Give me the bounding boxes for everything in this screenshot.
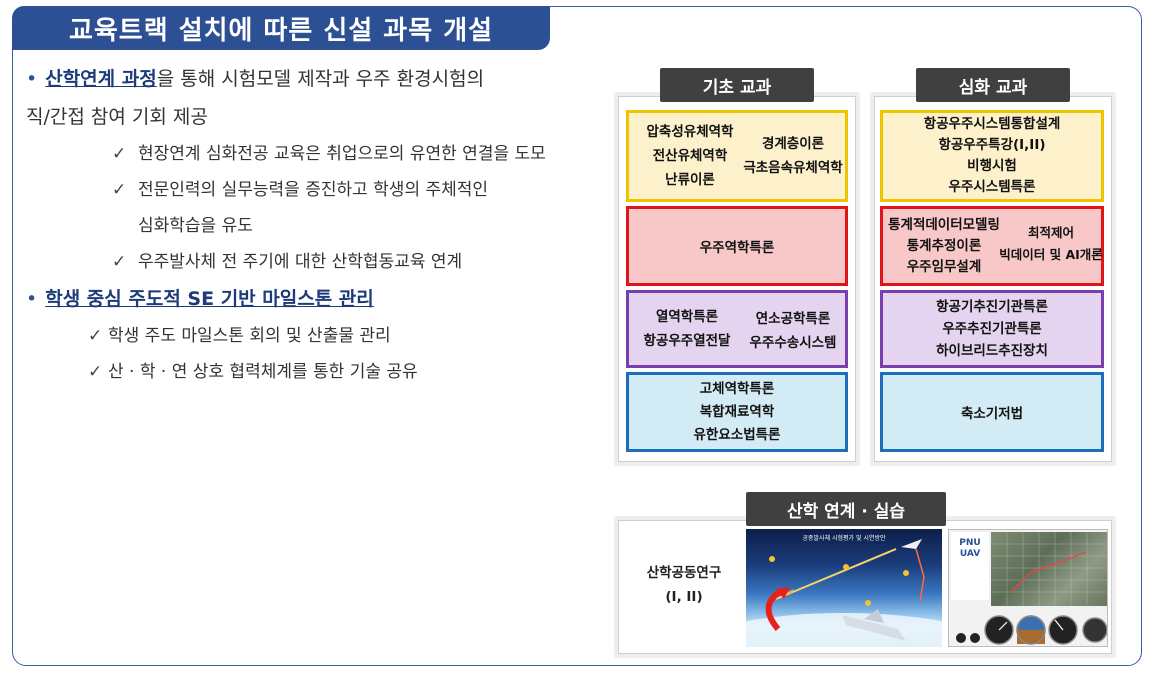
course: 최적제어: [1027, 225, 1074, 240]
check-icon: ✓: [112, 252, 127, 272]
check-icon: ✓: [88, 326, 103, 346]
course: 난류이론: [665, 172, 715, 188]
gauge-panel: [956, 615, 1107, 645]
course-sub: (I, II): [665, 589, 703, 605]
sub-bullet-text: 우주발사체 전 주기에 대한 산학협동교육 연계: [138, 252, 463, 272]
course: 우주임무설계: [906, 258, 982, 275]
advanced-yellow-content: 항공우주시스템통합설계 항공우주특강(I,II) 비행시험 우주시스템특론: [883, 113, 1101, 199]
bullet-dot: •: [26, 68, 38, 90]
basic-header: 기초 교과: [660, 68, 814, 102]
course: 하이브리드추진장치: [936, 343, 1048, 359]
basic-purple-left: 열역학특론 항공우주열전달: [635, 293, 739, 365]
course: 항공우주시스템통합설계: [923, 116, 1061, 132]
page-title: 교육트랙 설치에 따른 신설 과목 개설: [12, 6, 550, 50]
course: 비행시험: [967, 158, 1017, 174]
course: 우주수송시스템: [749, 335, 837, 351]
basic-yellow-right: 경계층이론 극초음속유체역학: [733, 127, 853, 185]
advanced-purple-content: 항공기추진기관특론 우주추진기관특론 하이브리드추진장치: [883, 293, 1101, 365]
sub-bullet: ✓학생 주도 마일스톤 회의 및 산출물 관리: [26, 318, 596, 354]
sub-bullet: ✓ 전문인력의 실무능력을 증진하고 학생의 주체적인: [26, 172, 596, 208]
course: 연소공학특론: [755, 311, 831, 327]
course: 우주역학특론: [699, 240, 775, 256]
bullet-1-highlight: 산학연계 과정: [45, 68, 157, 90]
bullet-1: • 산학연계 과정을 통해 시험모델 제작과 우주 환경시험의: [26, 60, 596, 98]
course: 압축성유체역학: [646, 124, 734, 140]
sub-bullet-text: 전문인력의 실무능력을 증진하고 학생의 주체적인: [138, 180, 489, 200]
advanced-blue-box: 축소기저법: [880, 372, 1104, 452]
basic-yellow-left: 압축성유체역학 전산유체역학 난류이론: [635, 119, 745, 193]
advanced-header: 심화 교과: [916, 68, 1070, 102]
map-grid: [991, 532, 1107, 606]
course: 우주추진기관특론: [942, 321, 1042, 337]
basic-red-content: 우주역학특론: [629, 209, 845, 283]
basic-purple-box: 열역학특론 항공우주열전달 연소공학특론 우주수송시스템: [626, 290, 848, 368]
advanced-blue-content: 축소기저법: [883, 375, 1101, 449]
course: 항공우주특강(I,II): [938, 137, 1046, 153]
industry-course: 산학공동연구 (I, II): [624, 560, 744, 610]
bullet-2-highlight: 학생 중심 주도적 SE 기반 마일스톤 관리: [45, 288, 374, 310]
advanced-red-right: 최적제어 빅데이터 및 AI개론: [997, 213, 1105, 275]
course: 항공우주열전달: [643, 333, 731, 349]
bullet-list: • 산학연계 과정을 통해 시험모델 제작과 우주 환경시험의 직/간접 참여 기…: [26, 60, 596, 390]
launch-illustration: 공중발사체 시험평가 및 시연방안: [746, 529, 942, 647]
bullet-dot: •: [26, 288, 38, 310]
sub-bullet-text: 학생 주도 마일스톤 회의 및 산출물 관리: [108, 326, 391, 346]
map-view: [991, 532, 1107, 606]
course: 산학공동연구: [646, 565, 722, 581]
basic-purple-right: 연소공학특론 우주수송시스템: [739, 295, 847, 367]
uav-logo: PNU UAV: [951, 532, 989, 600]
course: 열역학특론: [655, 309, 719, 325]
industry-header: 산학 연계 · 실습: [746, 492, 946, 526]
advanced-red-box: 통계적데이터모델링 통계추정이론 우주임무설계 최적제어 빅데이터 및 AI개론: [880, 206, 1104, 286]
basic-blue-box: 고체역학특론 복합재료역학 유한요소법특론: [626, 372, 848, 452]
course: 빅데이터 및 AI개론: [999, 247, 1103, 262]
check-icon: ✓: [112, 144, 127, 164]
course: 유한요소법특론: [693, 426, 781, 443]
sub-bullet-cont: 심화학습을 유도: [138, 216, 253, 236]
sub-bullet: ✓산 · 학 · 연 상호 협력체계를 통한 기술 공유: [26, 354, 596, 390]
check-icon: ✓: [88, 362, 103, 382]
sub-bullet: ✓ 현장연계 심화전공 교육은 취업으로의 유연한 연결을 도모: [26, 136, 596, 172]
bullet-2: • 학생 중심 주도적 SE 기반 마일스톤 관리: [26, 280, 596, 318]
advanced-red-left: 통계적데이터모델링 통계추정이론 우주임무설계: [885, 209, 1003, 283]
bullet-1-text: 을 통해 시험모델 제작과 우주 환경시험의: [156, 68, 485, 90]
course: 축소기저법: [960, 406, 1024, 422]
course: 경계층이론: [761, 136, 825, 152]
basic-blue-content: 고체역학특론 복합재료역학 유한요소법특론: [629, 375, 845, 449]
sub-bullet-text: 현장연계 심화전공 교육은 취업으로의 유연한 연결을 도모: [138, 144, 546, 164]
basic-red-box: 우주역학특론: [626, 206, 848, 286]
bullet-1-line2: 직/간접 참여 기회 제공: [26, 106, 208, 128]
course: 고체역학특론: [699, 380, 775, 397]
basic-yellow-box: 압축성유체역학 전산유체역학 난류이론 경계층이론 극초음속유체역학: [626, 110, 848, 202]
course: 항공기추진기관특론: [936, 299, 1048, 315]
advanced-purple-box: 항공기추진기관특론 우주추진기관특론 하이브리드추진장치: [880, 290, 1104, 368]
course: 통계적데이터모델링: [888, 216, 1000, 233]
sub-bullet-text: 산 · 학 · 연 상호 협력체계를 통한 기술 공유: [108, 362, 418, 382]
advanced-yellow-box: 항공우주시스템통합설계 항공우주특강(I,II) 비행시험 우주시스템특론: [880, 110, 1104, 202]
check-icon: ✓: [112, 180, 127, 200]
gcs-screenshot: PNU UAV: [948, 529, 1108, 647]
course: 전산유체역학: [652, 148, 728, 164]
course: 우주시스템특론: [948, 179, 1036, 195]
course: 극초음속유체역학: [743, 160, 843, 176]
launch-diagram-svg: [746, 539, 942, 647]
course: 통계추정이론: [906, 237, 982, 254]
illustration-caption: 공중발사체 시험평가 및 시연방안: [802, 535, 886, 542]
sub-bullet: ✓ 우주발사체 전 주기에 대한 산학협동교육 연계: [26, 244, 596, 280]
course: 복합재료역학: [699, 403, 775, 420]
